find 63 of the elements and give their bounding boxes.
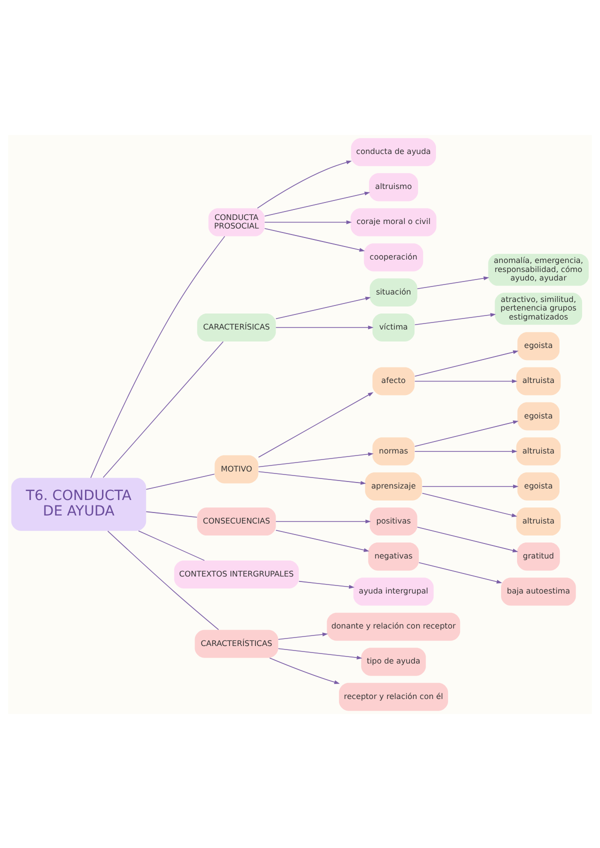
arrow <box>298 580 354 588</box>
node-box: egoista <box>517 332 560 360</box>
arrow <box>416 276 490 289</box>
connector <box>146 473 215 490</box>
connector <box>146 510 198 518</box>
node-box: gratitud <box>517 542 560 570</box>
node-box: baja autoestima <box>501 577 576 606</box>
node-box: altruista <box>516 436 561 465</box>
arrow <box>264 228 365 252</box>
arrow <box>278 632 328 640</box>
arrow <box>422 484 519 488</box>
node-box: CONTEXTOS INTERGRUPALES <box>174 560 299 588</box>
node-box: tipo de ayuda <box>361 647 426 676</box>
arrow <box>414 350 519 376</box>
arrow <box>264 191 370 216</box>
node-box: altruista <box>516 366 561 395</box>
node-box: situación <box>370 278 418 306</box>
node-box: negativas <box>368 542 419 570</box>
node-box: CONDUCTA PROSOCIAL <box>208 208 265 236</box>
node-box: conducta de ayuda <box>351 138 436 166</box>
node-box: receptor y relación con él <box>338 682 448 710</box>
arrow <box>276 296 371 319</box>
node-box: altruismo <box>368 172 418 201</box>
node-box: víctima <box>372 312 415 341</box>
arrow <box>276 529 370 552</box>
node-box: donante y relación con receptor <box>326 612 460 640</box>
arrow <box>278 648 362 660</box>
arrow <box>418 562 502 584</box>
connector <box>90 235 226 478</box>
node-box: CONSECUENCIAS <box>197 507 276 536</box>
node-box: ayuda intergrupal <box>353 577 434 606</box>
connector <box>107 530 219 630</box>
node-box: CARACTERÍSICAS <box>197 312 276 341</box>
connector <box>102 340 224 478</box>
node-box: normas <box>372 436 415 465</box>
arrow <box>258 470 366 484</box>
arrow <box>414 378 518 383</box>
node-box: cooperación <box>364 242 424 271</box>
node-box: anomalía, emergencia, responsabilidad, cómo ayudo, ayudar <box>488 253 589 286</box>
arrow <box>258 392 374 458</box>
arrow <box>414 312 496 325</box>
arrow <box>276 325 374 329</box>
node-box: atractivo, similitud, pertenencia grupos estigmatizados <box>494 292 582 324</box>
arrow <box>276 519 371 523</box>
node-box: CARACTERÍSTICAS <box>194 629 278 658</box>
arrow <box>422 492 518 517</box>
arrow <box>258 452 374 467</box>
node-box: egoista <box>517 472 560 500</box>
node-box: egoista <box>517 402 560 430</box>
connector <box>138 530 205 560</box>
node-box: positivas <box>370 507 418 536</box>
node-box: aprensizaje <box>365 472 422 500</box>
arrow <box>414 448 518 453</box>
arrow <box>269 657 340 684</box>
node-box: MOTIVO <box>214 454 258 483</box>
node-box: altruista <box>516 507 561 536</box>
arrow <box>416 526 518 552</box>
node-box: afecto <box>372 366 415 395</box>
node-box: T6. CONDUCTA DE AYUDA <box>11 477 146 530</box>
arrow <box>257 160 352 208</box>
node-box: coraje moral o civil <box>350 208 436 236</box>
arrow <box>414 420 519 446</box>
arrow <box>264 220 352 224</box>
